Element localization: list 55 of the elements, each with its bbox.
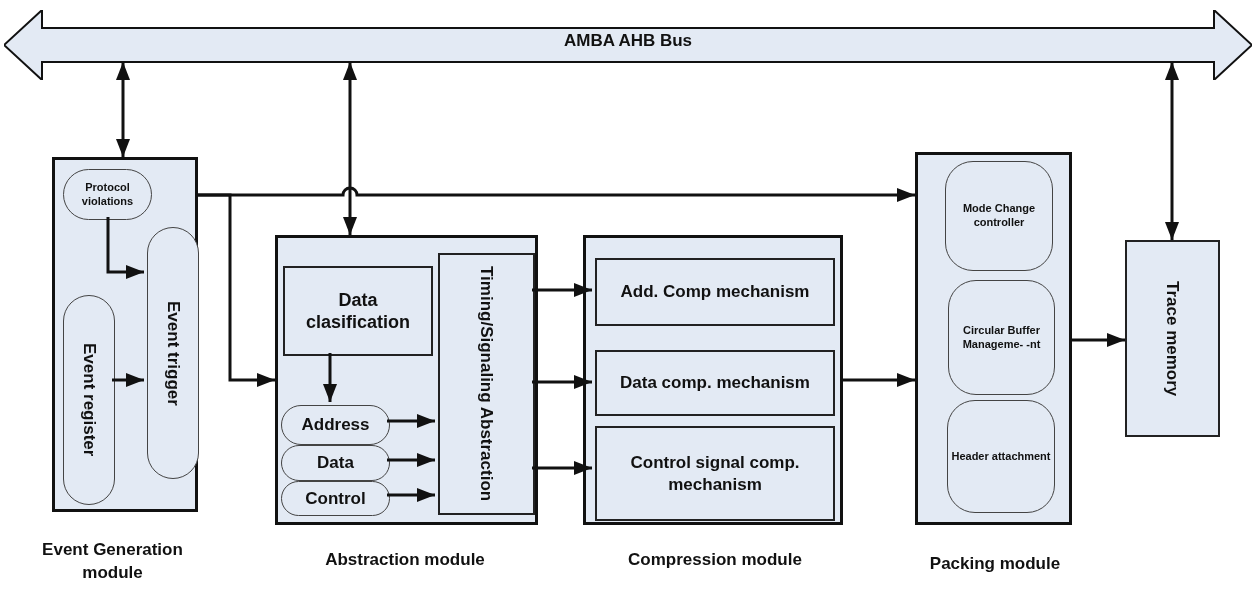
rounded-block: [947, 400, 1055, 513]
node-label: Data clasification: [304, 288, 411, 334]
arrow: [343, 62, 357, 235]
arrow: [106, 217, 144, 279]
arrow: [112, 373, 144, 387]
module-box: [583, 235, 843, 525]
node-label: Control signal comp. mechanism: [629, 452, 801, 495]
node-label: Event trigger: [162, 300, 184, 406]
rounded-block: [945, 161, 1053, 271]
arrow: [323, 353, 337, 402]
rounded-block: [63, 295, 115, 505]
bus-arrow: [4, 10, 1252, 80]
module-caption: Packing module: [928, 553, 1062, 575]
arrow: [1165, 62, 1179, 240]
module-box: [275, 235, 538, 525]
module-caption: Event Generation module: [41, 539, 184, 585]
node-label: Add. Comp mechanism: [620, 281, 810, 303]
rounded-block: [281, 445, 390, 481]
arrow: [532, 375, 592, 389]
rounded-block: [948, 280, 1055, 395]
rounded-block: [147, 227, 199, 479]
node-label: Data comp. mechanism: [620, 372, 810, 394]
process-box: [1125, 240, 1220, 437]
node-label: Address: [301, 414, 370, 436]
rounded-block: [281, 405, 390, 445]
node-label: Trace memory: [1162, 280, 1184, 397]
node-label: Control: [305, 487, 366, 510]
module-caption: Compression module: [627, 549, 803, 571]
rounded-block: [281, 481, 390, 516]
arrow: [843, 373, 915, 387]
node-label: Data: [317, 452, 354, 474]
arrow: [387, 488, 435, 502]
rounded-block: [63, 169, 152, 220]
module-box: [52, 157, 198, 512]
arrow: [532, 461, 592, 475]
process-box: [595, 258, 835, 326]
process-box: [438, 253, 535, 515]
arrow: [1072, 333, 1125, 347]
node-label: Mode Change controller: [961, 202, 1037, 230]
node-label: Header attachment: [951, 449, 1051, 464]
process-box: [595, 350, 835, 416]
module-caption: Abstraction module: [324, 549, 486, 571]
node-label: Event register: [78, 343, 100, 457]
arrow: [387, 414, 435, 428]
arrow: [387, 453, 435, 467]
arrow: [532, 283, 592, 297]
process-box: [595, 426, 835, 521]
node-label: Timing/Signaling Abstraction: [476, 266, 498, 502]
process-box: [283, 266, 433, 356]
node-label: AMBA AHB Bus: [563, 30, 693, 52]
arrow: [116, 62, 130, 157]
arrow: [198, 193, 275, 387]
node-label: Protocol violations: [80, 180, 135, 209]
node-label: Circular Buffer Manageme- -nt: [961, 323, 1042, 352]
module-box: [915, 152, 1072, 525]
